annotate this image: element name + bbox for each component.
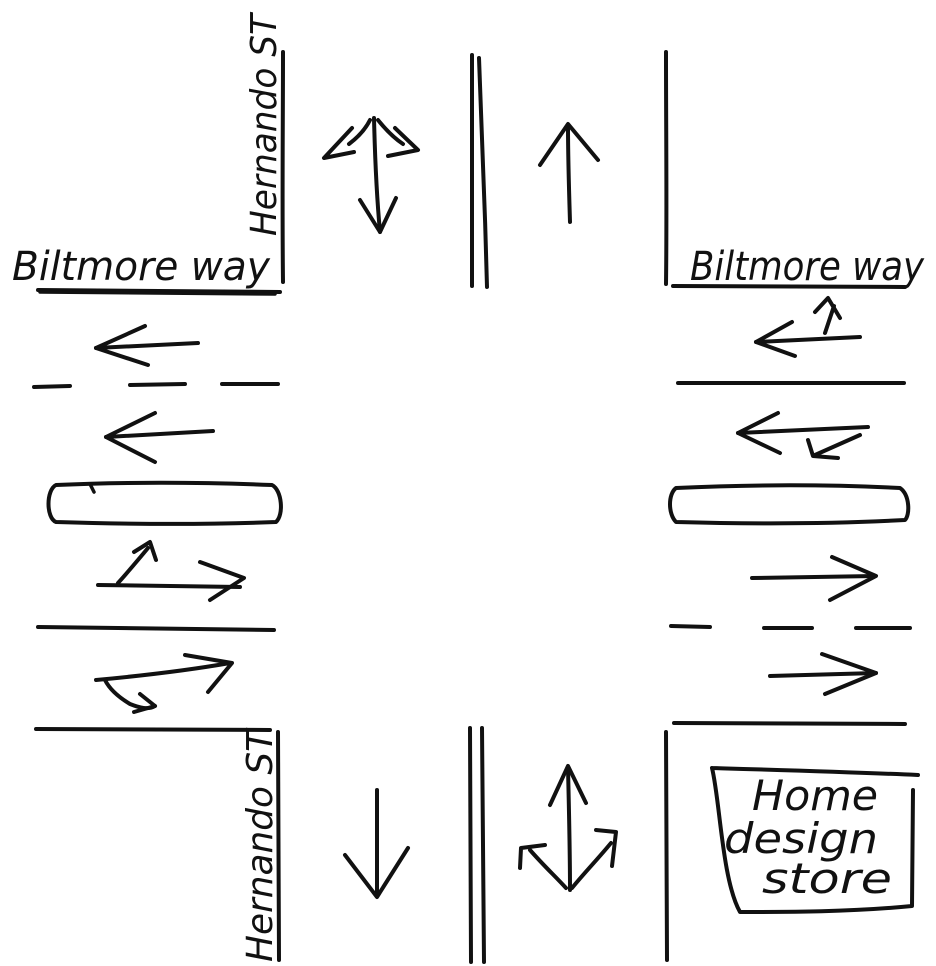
- west-lane-divider-solid: [36, 625, 276, 632]
- store-label-line1: Home: [752, 771, 878, 820]
- west-lane-divider-dashed: [32, 382, 280, 389]
- street-label-north: Hernando ST: [244, 11, 285, 236]
- west-westbound-arrow-1: [94, 324, 200, 367]
- west-median-mark: [88, 482, 96, 494]
- west-eastbound-left-through-arrow: [96, 540, 246, 602]
- north-exit-arrow-up: [538, 122, 600, 224]
- ne-corner-horizontal-curb: [671, 284, 907, 289]
- store-label-line2: design: [724, 814, 878, 863]
- west-eastbound-through-right-arrow: [94, 653, 234, 714]
- north-all-directions-arrow: [322, 116, 420, 234]
- se-corner-vertical-curb: [664, 730, 669, 962]
- east-eastbound-arrow-2: [768, 652, 878, 696]
- south-median-line-left: [468, 726, 473, 964]
- sw-corner-horizontal-curb: [34, 727, 272, 732]
- street-label-east: Biltmore way: [690, 244, 925, 290]
- east-westbound-through-right-arrow: [736, 411, 870, 460]
- street-label-west: Biltmore way: [12, 244, 271, 290]
- north-median-line-right: [477, 56, 489, 289]
- east-lane-divider-dashed: [669, 624, 912, 630]
- south-exit-arrow-down: [343, 788, 410, 899]
- south-all-directions-arrow: [518, 764, 618, 892]
- south-median-line-right: [480, 726, 486, 964]
- east-median-island: [668, 483, 911, 526]
- store-outline: [710, 766, 920, 914]
- store-label-line3: store: [762, 854, 892, 903]
- se-corner-horizontal-curb: [672, 721, 907, 726]
- sw-corner-vertical-curb: [276, 730, 281, 962]
- street-label-south: Hernando ST: [240, 727, 281, 962]
- west-median-island: [46, 480, 283, 526]
- nw-corner-horizontal-curb: [36, 288, 282, 294]
- east-westbound-left-through-arrow: [754, 296, 862, 358]
- street-label-west-underline: [38, 290, 277, 296]
- west-westbound-arrow-2: [104, 411, 215, 464]
- east-eastbound-arrow-1: [750, 555, 878, 602]
